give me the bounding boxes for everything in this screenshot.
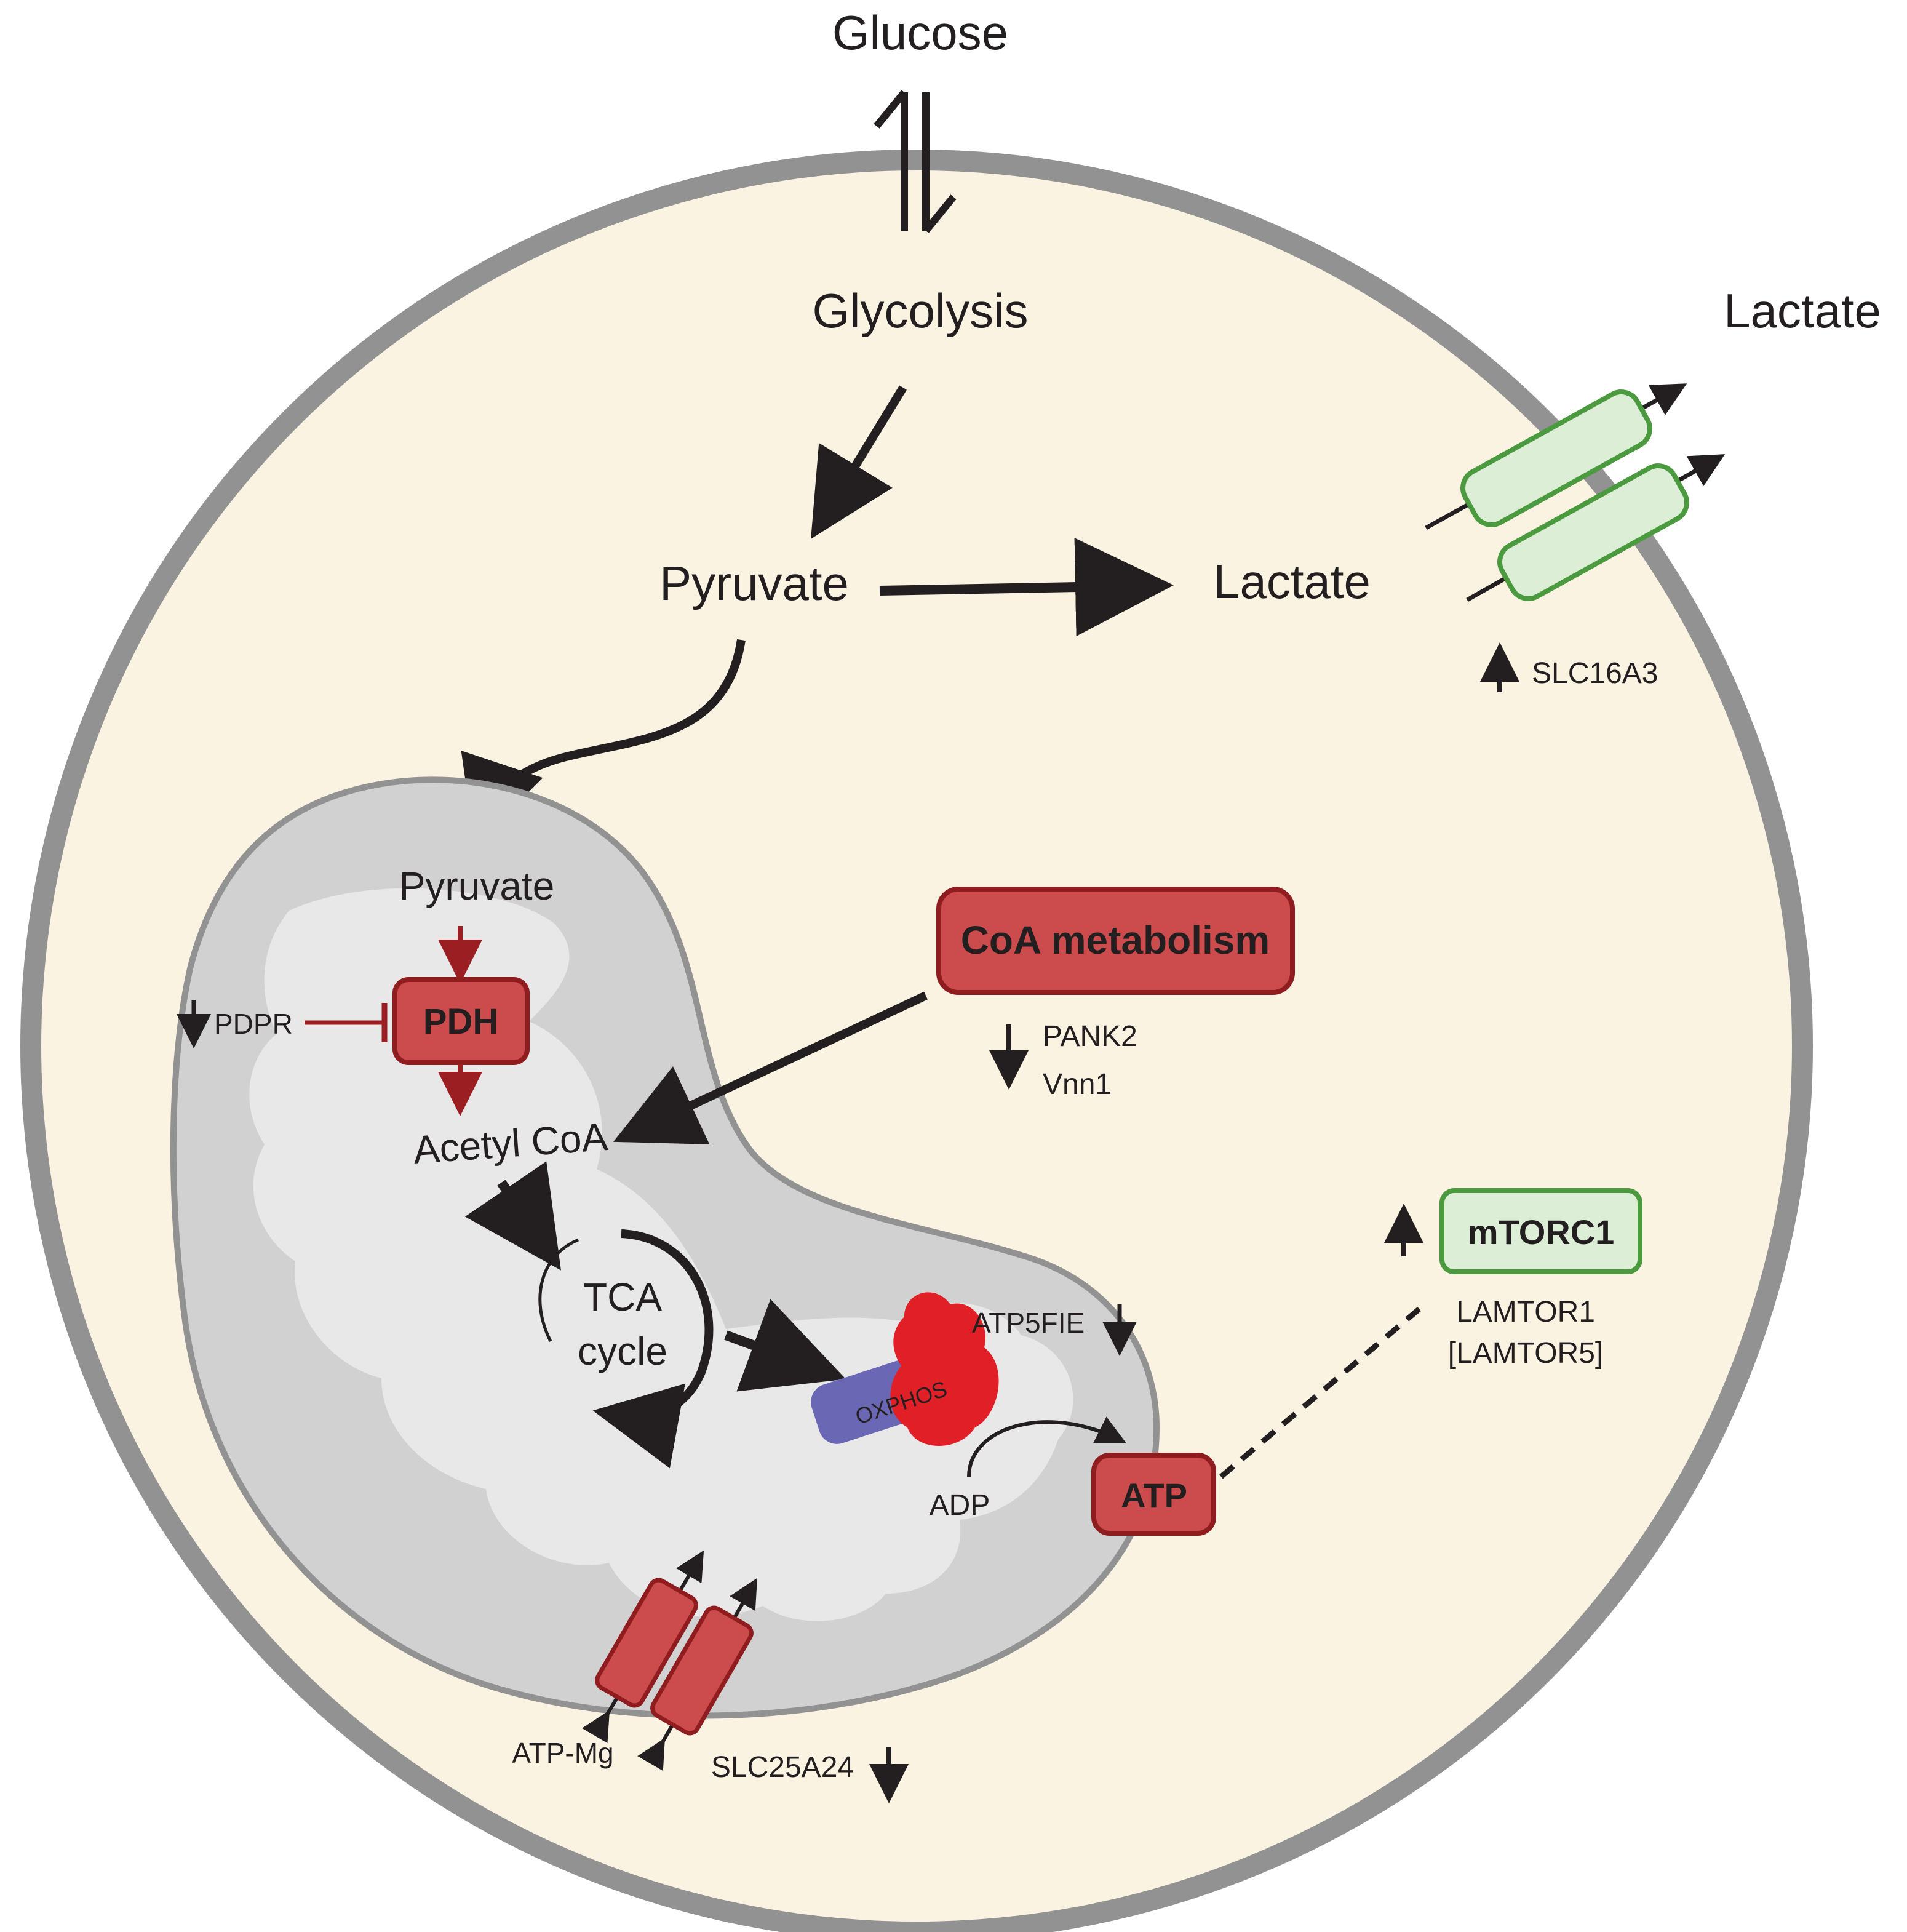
atp-mg-label: ATP-Mg bbox=[512, 1737, 613, 1769]
lactate-outside-label: Lactate bbox=[1724, 284, 1881, 338]
coa-to-acetylcoa-arrow bbox=[613, 991, 928, 1144]
pyruvate-to-lactate-arrow bbox=[879, 538, 1174, 637]
atp-mg-transporter-slc25a24 bbox=[582, 1550, 757, 1771]
glucose-label: Glucose bbox=[832, 6, 1008, 60]
coa-metabolism-box: CoA metabolism bbox=[936, 887, 1295, 995]
oxphos-complex: OXPHOS bbox=[811, 1292, 999, 1446]
lactate-inside-label: Lactate bbox=[1213, 554, 1371, 609]
adp-label: ADP bbox=[930, 1489, 990, 1522]
glycolysis-to-pyruvate-arrow bbox=[811, 385, 907, 539]
lamtor5-label: [LAMTOR5] bbox=[1448, 1337, 1604, 1370]
mitochondrion-cristae bbox=[249, 888, 1073, 1621]
pank2-label: PANK2 bbox=[1043, 1020, 1137, 1053]
atp-box: ATP bbox=[1091, 1453, 1216, 1536]
pyruvate-mito-label: Pyruvate bbox=[399, 864, 555, 908]
glycolysis-label: Glycolysis bbox=[812, 284, 1028, 338]
svg-text:PDH: PDH bbox=[423, 1002, 498, 1042]
vnn1-label: Vnn1 bbox=[1043, 1068, 1112, 1101]
adp-to-atp-arrow bbox=[967, 1416, 1126, 1477]
slc16a3-label: SLC16A3 bbox=[1532, 657, 1658, 690]
tca-to-oxphos-arrow bbox=[724, 1299, 846, 1392]
slc25a24-label: SLC25A24 bbox=[711, 1751, 854, 1784]
lactate-transporter-slc16a3 bbox=[1425, 383, 1726, 602]
pdh-box: PDH bbox=[392, 977, 530, 1065]
svg-text:mTORC1: mTORC1 bbox=[1468, 1213, 1615, 1251]
svg-text:cycle: cycle bbox=[578, 1329, 667, 1373]
atp-to-mtorc1-dashed bbox=[1219, 1305, 1423, 1479]
glucose-transport-arrows bbox=[874, 90, 957, 233]
inhibition-bar-icon bbox=[305, 1003, 388, 1042]
svg-text:CoA metabolism: CoA metabolism bbox=[961, 918, 1270, 962]
pdpr-label: PDPR bbox=[214, 1008, 293, 1040]
svg-text:TCA: TCA bbox=[583, 1275, 662, 1319]
mtorc1-box: mTORC1 bbox=[1439, 1188, 1642, 1274]
pyruvate-cytosol-label: Pyruvate bbox=[659, 556, 849, 610]
atp5fie-label: ATP5FIE bbox=[972, 1307, 1085, 1339]
acetylcoa-to-tca-arrow bbox=[464, 1161, 561, 1271]
lamtor1-label: LAMTOR1 bbox=[1456, 1296, 1595, 1328]
svg-text:ATP: ATP bbox=[1121, 1476, 1187, 1515]
tca-cycle: TCA cycle bbox=[538, 1229, 714, 1469]
